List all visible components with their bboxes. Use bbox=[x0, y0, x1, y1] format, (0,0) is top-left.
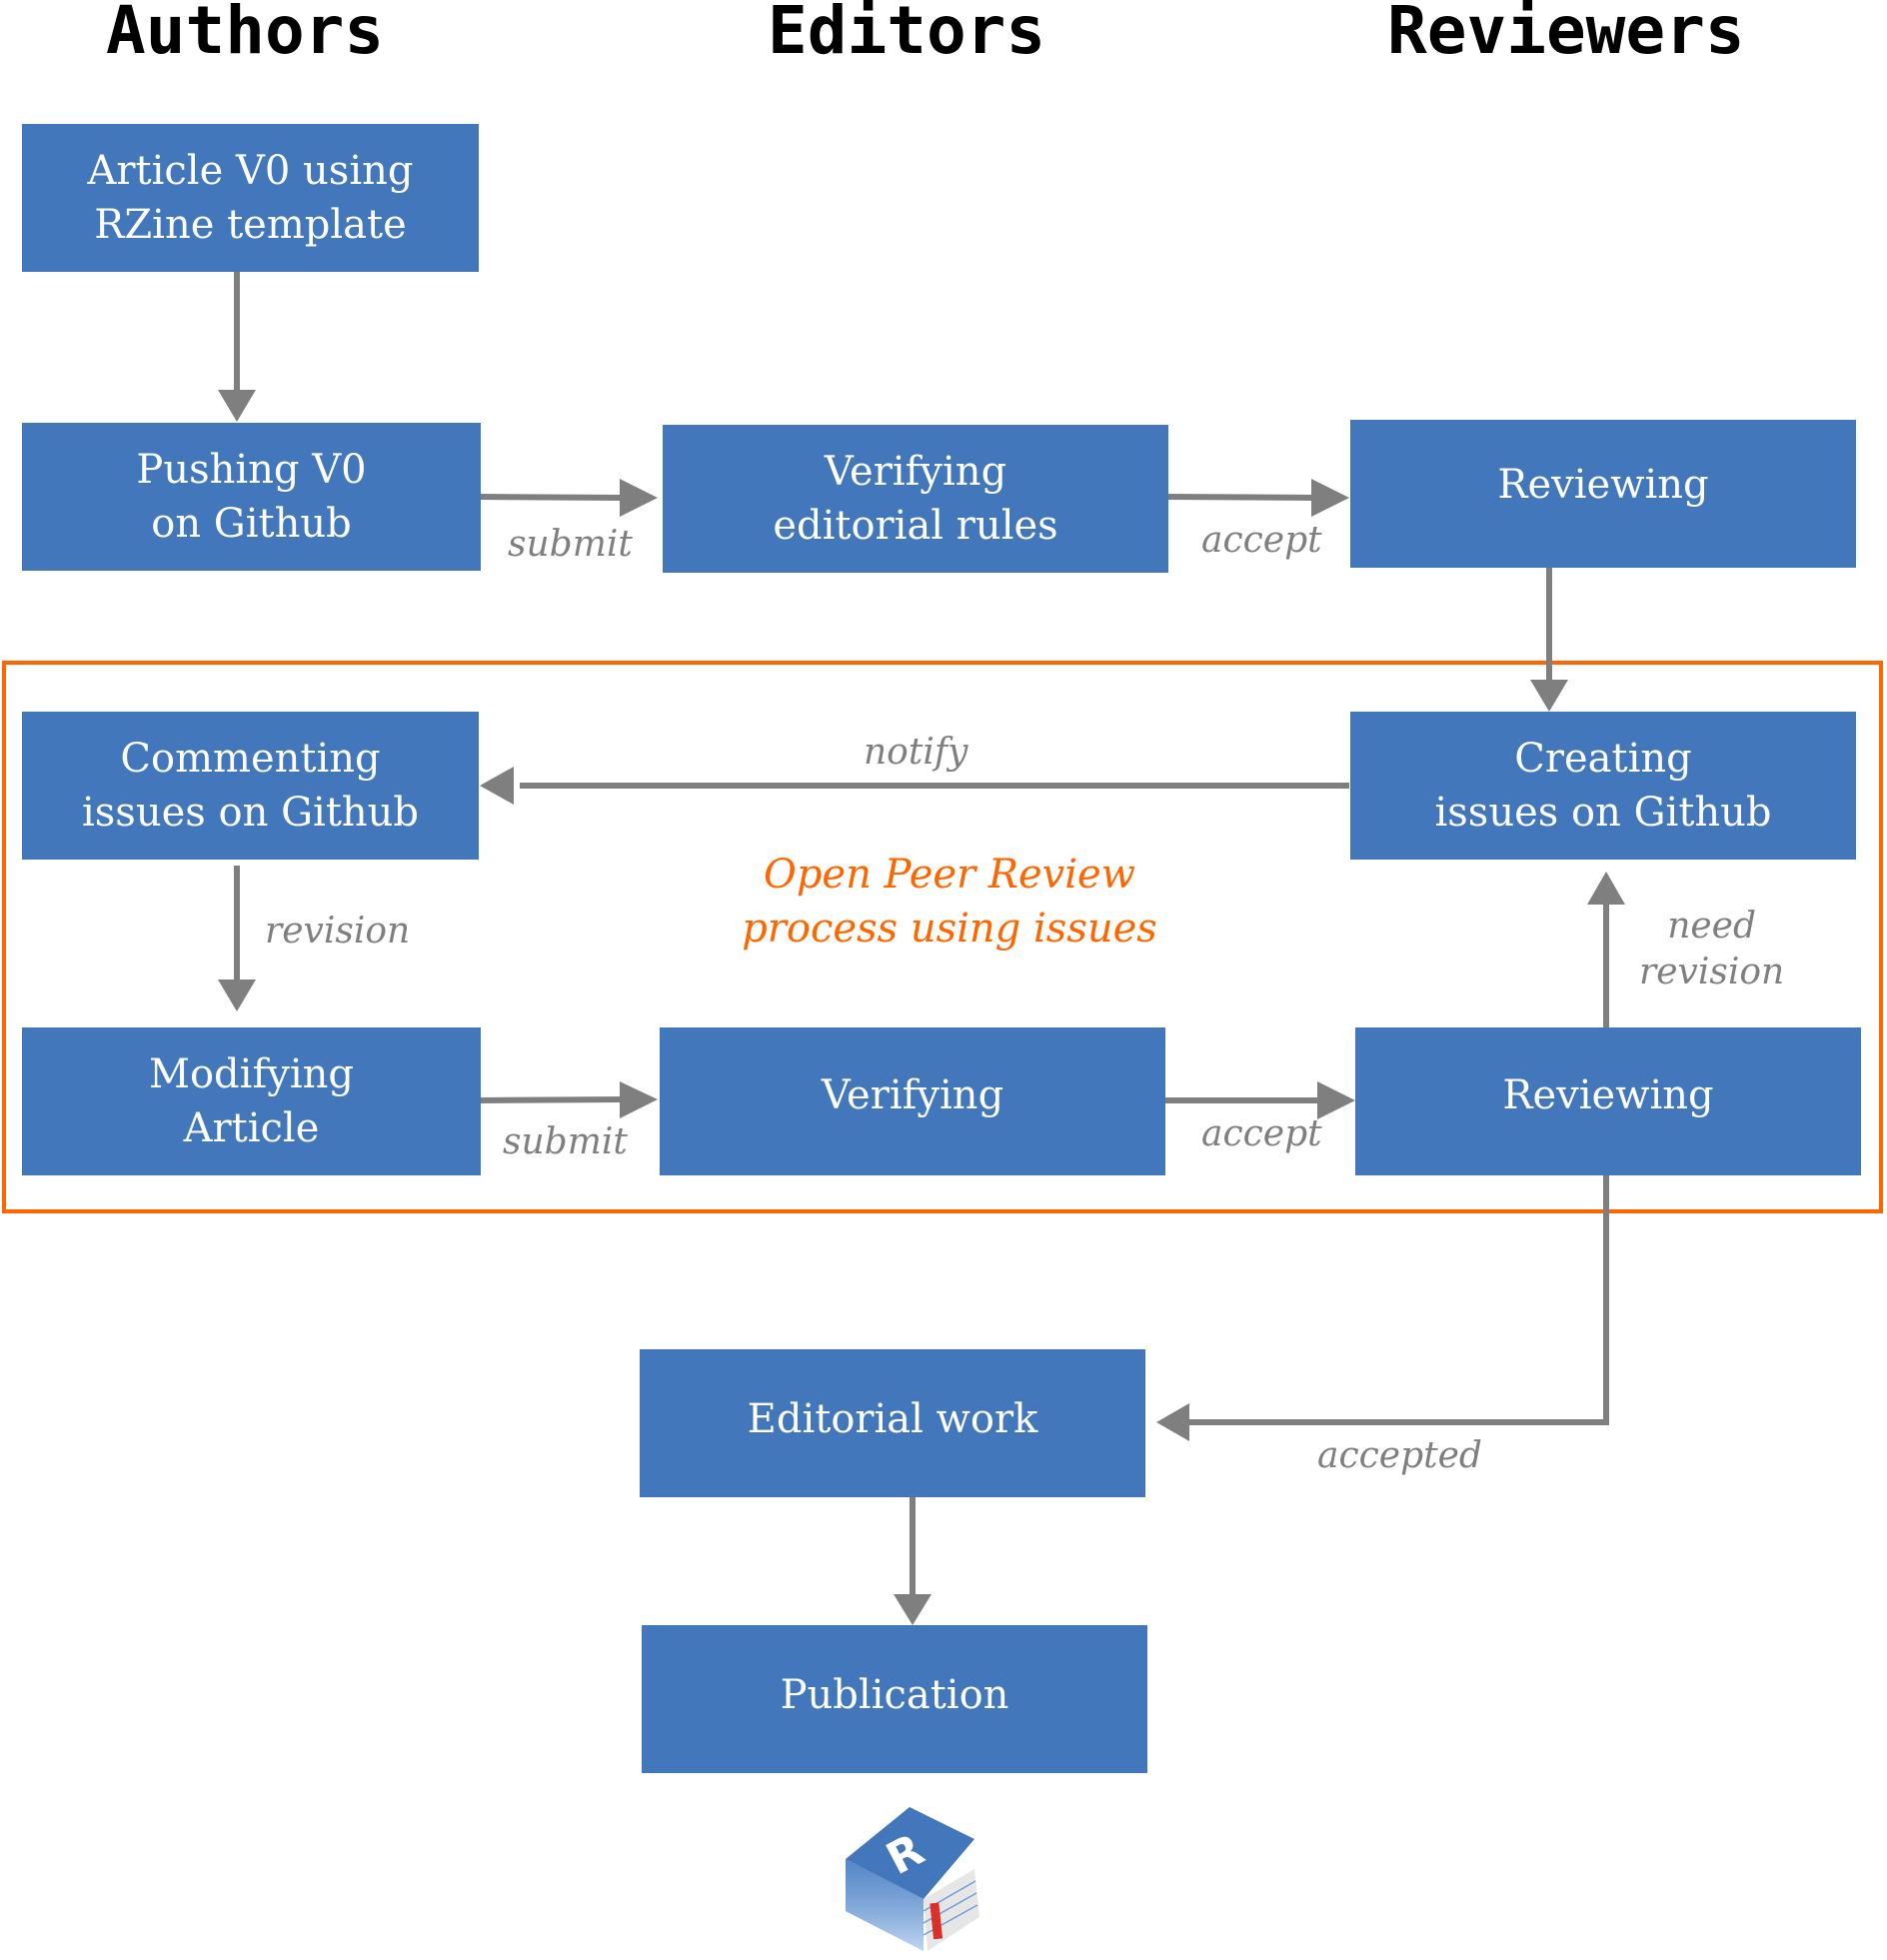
arrowhead bbox=[1317, 1081, 1355, 1119]
edge-modifying-to-verifying bbox=[479, 1096, 626, 1103]
arrowhead bbox=[1156, 1403, 1189, 1441]
node-label: Creating issues on Github bbox=[1434, 736, 1772, 836]
arrowhead bbox=[620, 479, 658, 517]
edge-label-accepted: accepted bbox=[1317, 1435, 1482, 1476]
node-label: Commenting issues on Github bbox=[81, 736, 420, 836]
node-label: Pushing V0 on Github bbox=[136, 447, 367, 547]
node-label: Verifying editorial rules bbox=[773, 449, 1058, 549]
node-verifying-editorial-rules: Verifying editorial rules bbox=[663, 425, 1168, 573]
column-title-editors: Editors bbox=[768, 0, 1046, 69]
logo-book-cover bbox=[846, 1807, 974, 1899]
edge-label-submit-1: submit bbox=[508, 524, 633, 565]
edge-label-accept-2: accept bbox=[1201, 1113, 1322, 1154]
arrowhead bbox=[480, 767, 514, 805]
node-label: Reviewing bbox=[1502, 1072, 1714, 1118]
column-title-reviewers: Reviewers bbox=[1387, 0, 1745, 69]
node-editorial-work: Editorial work bbox=[640, 1349, 1145, 1497]
rzine-logo-icon: R bbox=[846, 1807, 979, 1951]
node-label: Verifying bbox=[821, 1072, 1004, 1118]
node-pushing-v0: Pushing V0 on Github bbox=[22, 423, 481, 571]
node-commenting-issues: Commenting issues on Github bbox=[22, 712, 479, 860]
node-article-v0: Article V0 using RZine template bbox=[22, 124, 479, 272]
node-reviewing-2: Reviewing bbox=[1355, 1027, 1861, 1175]
column-title-authors: Authors bbox=[106, 0, 385, 69]
edge-label-accept-1: accept bbox=[1201, 520, 1322, 561]
edge-label-notify: notify bbox=[864, 732, 968, 773]
node-verifying: Verifying bbox=[660, 1027, 1165, 1175]
node-modifying-article: Modifying Article bbox=[22, 1027, 481, 1175]
edge-label-submit-2: submit bbox=[503, 1121, 628, 1162]
arrowhead bbox=[894, 1594, 932, 1625]
edge-verifying-rules-to-reviewing bbox=[1166, 494, 1318, 501]
arrowhead bbox=[1311, 479, 1349, 517]
arrowhead bbox=[1530, 680, 1568, 712]
node-label: Publication bbox=[780, 1672, 1009, 1718]
open-peer-review-group-label: Open Peer Review process using issues bbox=[742, 852, 1157, 952]
edge-label-need-revision: need revision bbox=[1639, 906, 1785, 992]
node-label: Article V0 using RZine template bbox=[87, 148, 414, 248]
node-label: Modifying Article bbox=[149, 1051, 354, 1151]
node-creating-issues: Creating issues on Github bbox=[1350, 712, 1856, 860]
open-peer-review-group-frame bbox=[2, 661, 1883, 1213]
edge-reviewing-to-editorial-accepted bbox=[1184, 1174, 1609, 1425]
logo-bookmark-ribbon bbox=[930, 1902, 944, 1940]
arrowhead bbox=[218, 980, 256, 1011]
arrowhead bbox=[1587, 872, 1625, 905]
edge-pushing-to-verifying-rules bbox=[479, 494, 626, 501]
node-label: Editorial work bbox=[747, 1396, 1038, 1442]
edge-label-revision: revision bbox=[265, 911, 411, 952]
node-publication: Publication bbox=[642, 1625, 1147, 1773]
arrowhead bbox=[620, 1081, 658, 1118]
arrowhead bbox=[218, 390, 256, 422]
node-reviewing-1: Reviewing bbox=[1350, 420, 1856, 568]
node-label: Reviewing bbox=[1497, 462, 1709, 508]
